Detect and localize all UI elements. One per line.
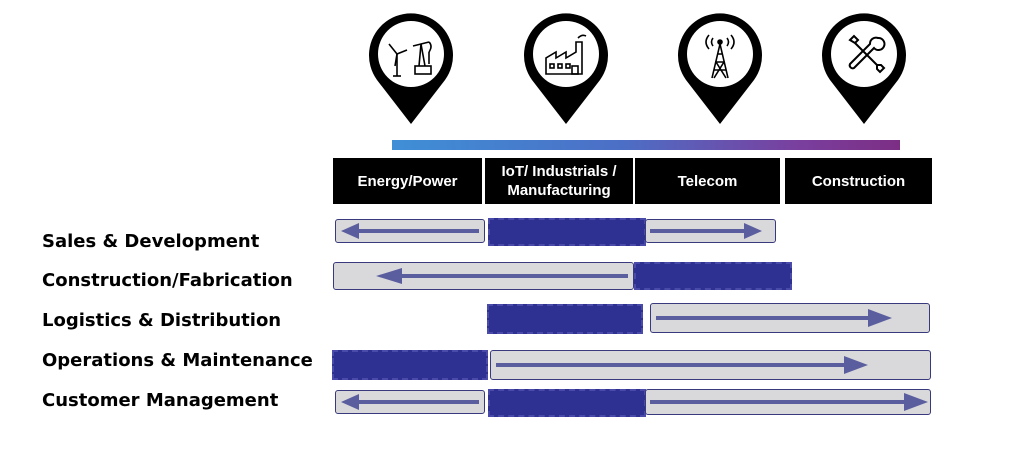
header-energy-power: Energy/Power xyxy=(333,158,482,204)
row2-focus-block xyxy=(634,262,792,290)
right-arrow-icon xyxy=(496,356,868,374)
energy-pin xyxy=(369,13,453,124)
row1-focus-block xyxy=(488,218,646,246)
manufacturing-pin xyxy=(524,13,608,124)
construction-pin xyxy=(822,13,906,124)
left-arrow-icon xyxy=(341,394,479,410)
right-arrow-icon xyxy=(650,223,762,239)
industry-gradient-bar xyxy=(392,140,900,150)
row-label-construction-fabrication: Construction/Fabrication xyxy=(42,270,293,291)
right-arrow-icon xyxy=(656,309,892,327)
row-label-customer-management: Customer Management xyxy=(42,390,279,411)
row-label-logistics-distribution: Logistics & Distribution xyxy=(42,310,282,331)
header-iot-manufacturing: IoT/ Industrials / Manufacturing xyxy=(485,158,633,204)
row3-focus-block xyxy=(487,304,643,334)
row-label-sales-development: Sales & Development xyxy=(42,231,260,252)
left-arrow-icon xyxy=(376,268,628,284)
telecom-pin xyxy=(678,13,762,124)
header-telecom: Telecom xyxy=(635,158,780,204)
wind-turbine-oil-pump-icon xyxy=(388,41,432,77)
left-arrow-icon xyxy=(341,223,479,239)
cell-tower-icon xyxy=(705,34,735,79)
right-arrow-icon xyxy=(650,393,928,411)
row-label-operations-maintenance: Operations & Maintenance xyxy=(42,350,313,371)
wrench-screwdriver-icon xyxy=(848,34,886,74)
header-construction: Construction xyxy=(785,158,932,204)
row5-focus-block xyxy=(488,389,646,417)
factory-icon xyxy=(545,34,587,75)
row4-focus-block xyxy=(332,350,488,380)
